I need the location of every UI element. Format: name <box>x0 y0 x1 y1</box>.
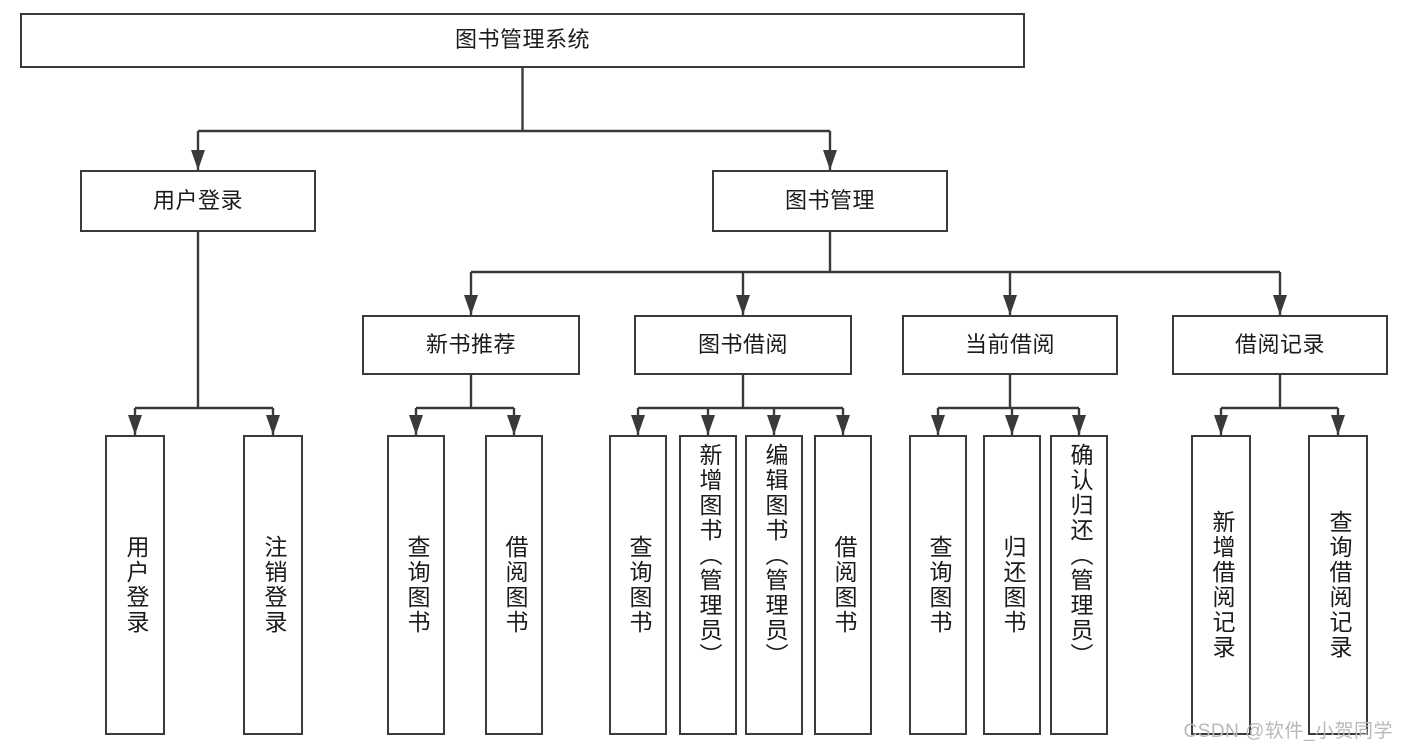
arrow-head-icon <box>507 415 521 435</box>
node-label: 查询图书 <box>625 535 652 635</box>
node-label: 借阅记录 <box>1234 331 1325 357</box>
node-label: 用户登录 <box>152 187 243 213</box>
arrow-head-icon <box>1003 295 1017 315</box>
node-label: 当前借阅 <box>964 331 1055 357</box>
node-label: 注销登录 <box>260 535 287 635</box>
node-label: 新书推荐 <box>425 331 516 357</box>
node-label: 编辑图书（管理员） <box>761 443 788 668</box>
node-label: 查询图书 <box>925 535 952 635</box>
node-leaf-add-book[interactable]: 新增图书（管理员） <box>679 435 737 735</box>
node-leaf-query-book-2[interactable]: 查询图书 <box>609 435 667 735</box>
node-book-manage[interactable]: 图书管理 <box>712 170 948 232</box>
arrow-head-icon <box>1005 415 1019 435</box>
node-label: 归还图书 <box>999 535 1026 635</box>
node-leaf-logout[interactable]: 注销登录 <box>243 435 303 735</box>
arrow-head-icon <box>836 415 850 435</box>
node-current-borrow[interactable]: 当前借阅 <box>902 315 1118 375</box>
arrow-head-icon <box>266 415 280 435</box>
node-leaf-borrow-book-1[interactable]: 借阅图书 <box>485 435 543 735</box>
node-leaf-login[interactable]: 用户登录 <box>105 435 165 735</box>
arrow-head-icon <box>1072 415 1086 435</box>
node-borrow-record[interactable]: 借阅记录 <box>1172 315 1388 375</box>
node-label: 借阅图书 <box>501 535 528 635</box>
arrow-head-icon <box>931 415 945 435</box>
node-leaf-query-book-3[interactable]: 查询图书 <box>909 435 967 735</box>
arrow-head-icon <box>1273 295 1287 315</box>
node-leaf-add-record[interactable]: 新增借阅记录 <box>1191 435 1251 735</box>
arrow-head-icon <box>631 415 645 435</box>
node-label: 确认归还（管理员） <box>1066 443 1093 668</box>
node-label: 新增图书（管理员） <box>695 443 722 668</box>
node-leaf-edit-book[interactable]: 编辑图书（管理员） <box>745 435 803 735</box>
arrow-head-icon <box>464 295 478 315</box>
node-user-login[interactable]: 用户登录 <box>80 170 316 232</box>
node-label: 图书借阅 <box>697 331 788 357</box>
node-leaf-query-record[interactable]: 查询借阅记录 <box>1308 435 1368 735</box>
watermark-label: CSDN @软件_小贺同学 <box>1183 721 1393 742</box>
node-leaf-return-book[interactable]: 归还图书 <box>983 435 1041 735</box>
arrow-head-icon <box>1214 415 1228 435</box>
arrow-head-icon <box>823 150 837 170</box>
node-leaf-confirm-ret[interactable]: 确认归还（管理员） <box>1050 435 1108 735</box>
node-label: 用户登录 <box>122 535 149 635</box>
arrow-head-icon <box>128 415 142 435</box>
node-leaf-borrow-book-2[interactable]: 借阅图书 <box>814 435 872 735</box>
node-new-book-rec[interactable]: 新书推荐 <box>362 315 580 375</box>
arrow-head-icon <box>767 415 781 435</box>
node-book-borrow[interactable]: 图书借阅 <box>634 315 852 375</box>
arrow-head-icon <box>736 295 750 315</box>
node-label: 查询图书 <box>403 535 430 635</box>
node-root[interactable]: 图书管理系统 <box>20 13 1025 68</box>
node-label: 图书管理 <box>784 187 875 213</box>
node-label: 图书管理系统 <box>454 27 590 53</box>
node-label: 借阅图书 <box>830 535 857 635</box>
arrow-head-icon <box>701 415 715 435</box>
node-label: 查询借阅记录 <box>1325 510 1352 660</box>
arrow-head-icon <box>191 150 205 170</box>
arrow-head-icon <box>409 415 423 435</box>
node-label: 新增借阅记录 <box>1208 510 1235 660</box>
arrow-head-icon <box>1331 415 1345 435</box>
node-leaf-query-book-1[interactable]: 查询图书 <box>387 435 445 735</box>
